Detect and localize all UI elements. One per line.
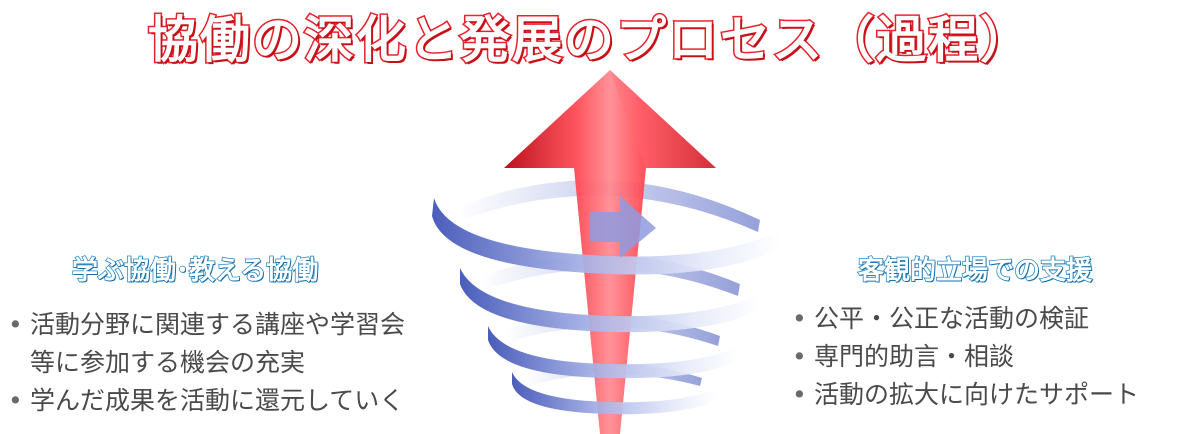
bullet: • [792,380,807,409]
list-item: • 活動分野に関連する講座や学習会 等に参加する機会の充実 [4,306,464,382]
bullet: • [8,386,23,415]
bullet: • [792,304,807,333]
right-list: • 公平・公正な活動の検証 • 専門的助言・相談 • 活動の拡大に向けたサポート [788,300,1178,414]
list-item-text: 活動分野に関連する講座や学習会 [30,310,406,339]
right-heading: 客観的立場での支援 [857,255,1093,287]
list-item-text: 公平・公正な活動の検証 [814,304,1090,333]
list-item: • 公平・公正な活動の検証 [788,300,1178,338]
list-item-text: 活動の拡大に向けたサポート [814,380,1140,409]
list-item-text: 学んだ成果を活動に還元していく [30,386,405,415]
left-heading: 学ぶ協働･教える協働 [71,255,319,287]
list-item-text-cont: 等に参加する機会の充実 [30,348,306,377]
list-item: • 活動の拡大に向けたサポート [788,376,1178,414]
list-item-text: 専門的助言・相談 [814,342,1015,371]
spiral-front [432,196,780,415]
bullet: • [792,342,807,371]
list-item: • 専門的助言・相談 [788,338,1178,376]
page-title: 協働の深化と発展のプロセス（過程） [147,10,1032,71]
arrow-spiral-graphic [432,70,780,434]
bullet: • [8,310,23,339]
arrow-up-icon [504,70,716,434]
left-list: • 活動分野に関連する講座や学習会 等に参加する機会の充実 • 学んだ成果を活動… [4,306,464,420]
list-item: • 学んだ成果を活動に還元していく [4,382,464,420]
